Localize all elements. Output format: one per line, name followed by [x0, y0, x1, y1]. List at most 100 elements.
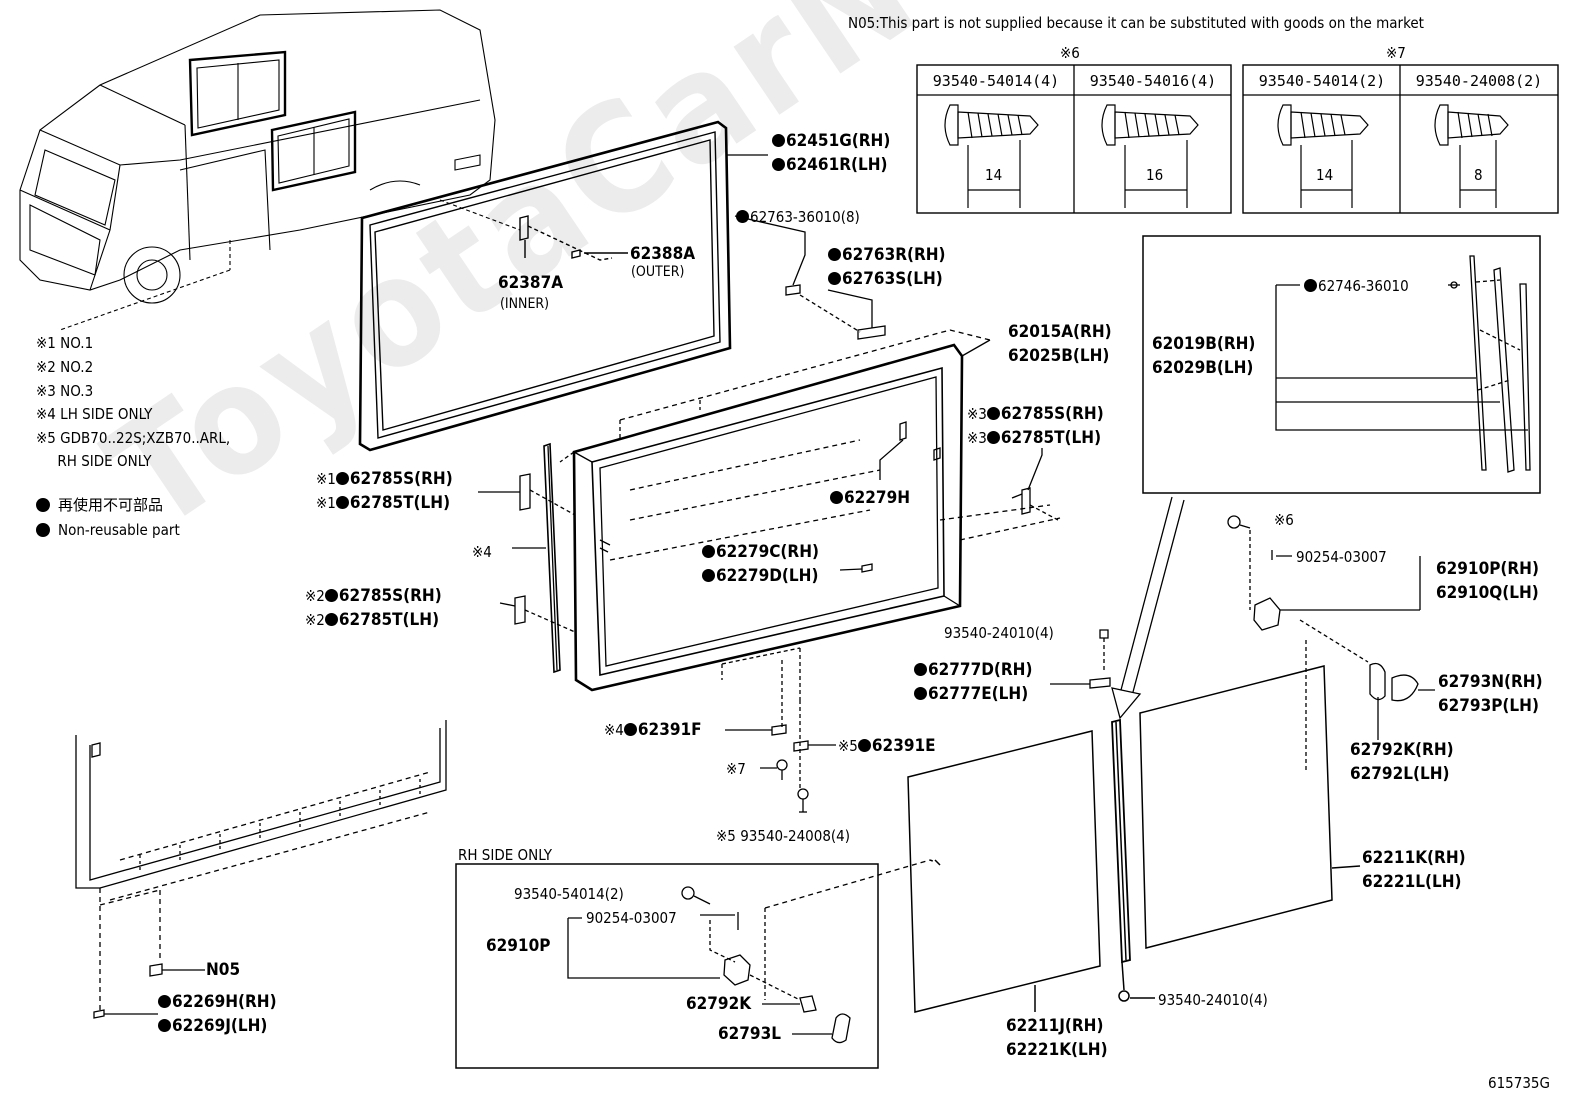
part-label[interactable]: 62792K(RH) — [1350, 740, 1454, 760]
non-reusable-dot-icon — [36, 498, 50, 512]
dimension-label: 14 — [985, 166, 1003, 184]
screw-icon — [1277, 104, 1369, 208]
non-reusable-dot-icon — [914, 687, 927, 700]
part-label[interactable]: 62763-36010(8) — [736, 207, 860, 227]
non-reusable-dot-icon — [986, 407, 1000, 420]
legend-note: ※4 LH SIDE ONLY — [36, 405, 153, 423]
lower-clips — [725, 724, 836, 813]
part-label[interactable]: 62793P(LH) — [1438, 696, 1539, 716]
part-label[interactable]: 62221L(LH) — [1362, 872, 1462, 892]
legend-note: ※1 NO.1 — [36, 334, 94, 352]
part-label[interactable]: 62746-36010 — [1304, 276, 1409, 296]
non-reusable-dot-icon — [1304, 279, 1317, 292]
part-label[interactable]: 62019B(RH) — [1152, 334, 1256, 354]
part-label[interactable]: 62211J(RH) — [1006, 1016, 1104, 1036]
inset-arrow — [1111, 496, 1185, 720]
screw-icon — [944, 104, 1039, 208]
dimension-label: 8 — [1474, 166, 1483, 184]
part-label[interactable]: 62025B(LH) — [1008, 346, 1110, 366]
part-label[interactable]: 93540-24010(4) — [1158, 991, 1268, 1009]
part-label[interactable]: 62793L — [718, 1024, 781, 1044]
non-reusable-dot-icon — [914, 663, 927, 676]
table-cell-part: 93540-24008(2) — [1415, 72, 1543, 90]
legend-dot-en: Non-reusable part — [36, 521, 180, 539]
part-label[interactable]: 62763S(LH) — [828, 269, 943, 289]
screw-icon — [1101, 104, 1199, 208]
non-reusable-dot-icon — [335, 472, 349, 485]
non-reusable-dot-icon — [324, 613, 338, 626]
mark-6-label: ※6 — [1274, 511, 1294, 529]
part-label[interactable]: 62221K(LH) — [1006, 1040, 1108, 1060]
dimension-label: 14 — [1316, 166, 1334, 184]
mark-4: ※4 — [472, 543, 492, 561]
legend-note: ※5 GDB70..22S;XZB70..ARL, — [36, 429, 231, 447]
part-label[interactable]: 62777E(LH) — [914, 684, 1028, 704]
part-label[interactable]: 62279H — [830, 488, 910, 508]
non-reusable-dot-icon — [702, 545, 715, 558]
part-label[interactable]: 62793N(RH) — [1438, 672, 1543, 692]
table-cell-part: 93540-54014(4) — [932, 72, 1060, 90]
right-bracket-parts — [1011, 448, 1059, 521]
header-note: N05:This part is not supplied because it… — [848, 14, 1424, 32]
part-label[interactable]: 62029B(LH) — [1152, 358, 1254, 378]
part-label[interactable]: 62388A — [630, 244, 696, 264]
glass-panes — [907, 665, 1361, 1013]
non-reusable-dot-icon — [772, 134, 785, 147]
diagram-code: 615735G — [1488, 1074, 1550, 1092]
part-label[interactable]: 62015A(RH) — [1008, 322, 1112, 342]
table-mark-7: ※7 — [1386, 44, 1406, 62]
part-sublabel: (OUTER) — [631, 264, 685, 280]
part-label[interactable]: ※5 93540-24008(4) — [716, 827, 851, 845]
part-label[interactable]: 62279C(RH) — [702, 542, 819, 562]
non-reusable-dot-icon — [986, 431, 1000, 444]
part-label[interactable]: 62461R(LH) — [772, 155, 888, 175]
non-reusable-dot-icon — [772, 158, 785, 171]
part-label[interactable]: 62451G(RH) — [772, 131, 890, 151]
non-reusable-dot-icon — [857, 739, 871, 752]
part-label[interactable]: 62387A — [498, 273, 564, 293]
part-label[interactable]: 93540-54014(2) — [514, 885, 624, 903]
legend-dot-jp-text: 再使用不可部品 — [58, 496, 164, 514]
legend-note: RH SIDE ONLY — [36, 452, 152, 470]
rh-only-box — [455, 859, 931, 1069]
part-label[interactable]: 90254-03007 — [586, 909, 677, 927]
non-reusable-dot-icon — [36, 523, 50, 537]
part-label[interactable]: 62777D(RH) — [914, 660, 1032, 680]
dimension-label: 16 — [1146, 166, 1164, 184]
channel-strips — [734, 215, 886, 340]
rh-only-title: RH SIDE ONLY — [458, 846, 553, 864]
part-label[interactable]: 62792L(LH) — [1350, 764, 1450, 784]
non-reusable-dot-icon — [736, 210, 749, 223]
part-label[interactable]: 62269H(RH) — [158, 992, 277, 1012]
non-reusable-dot-icon — [623, 723, 637, 736]
part-label[interactable]: 93540-24010(4) — [944, 624, 1054, 642]
part-label[interactable]: 62211K(RH) — [1362, 848, 1466, 868]
non-reusable-dot-icon — [335, 496, 349, 509]
lower-sill — [75, 720, 447, 1019]
hinge-parts — [1050, 515, 1435, 770]
screw-icon — [1434, 104, 1509, 208]
part-label[interactable]: 62792K — [686, 994, 752, 1014]
part-label[interactable]: 62269J(LH) — [158, 1016, 267, 1036]
legend-dot-en-text: Non-reusable part — [58, 521, 180, 539]
part-label[interactable]: 62763R(RH) — [828, 245, 946, 265]
non-reusable-dot-icon — [828, 272, 841, 285]
van-illustration — [19, 9, 521, 331]
part-label[interactable]: 62910P(RH) — [1436, 559, 1539, 579]
part-label[interactable]: 62910Q(LH) — [1436, 583, 1539, 603]
part-label[interactable]: 90254-03007 — [1296, 548, 1387, 566]
legend-note: ※3 NO.3 — [36, 382, 94, 400]
part-label[interactable]: 62279D(LH) — [702, 566, 818, 586]
part-label[interactable]: 62910P — [486, 936, 551, 956]
part-label[interactable]: N05 — [206, 960, 241, 980]
